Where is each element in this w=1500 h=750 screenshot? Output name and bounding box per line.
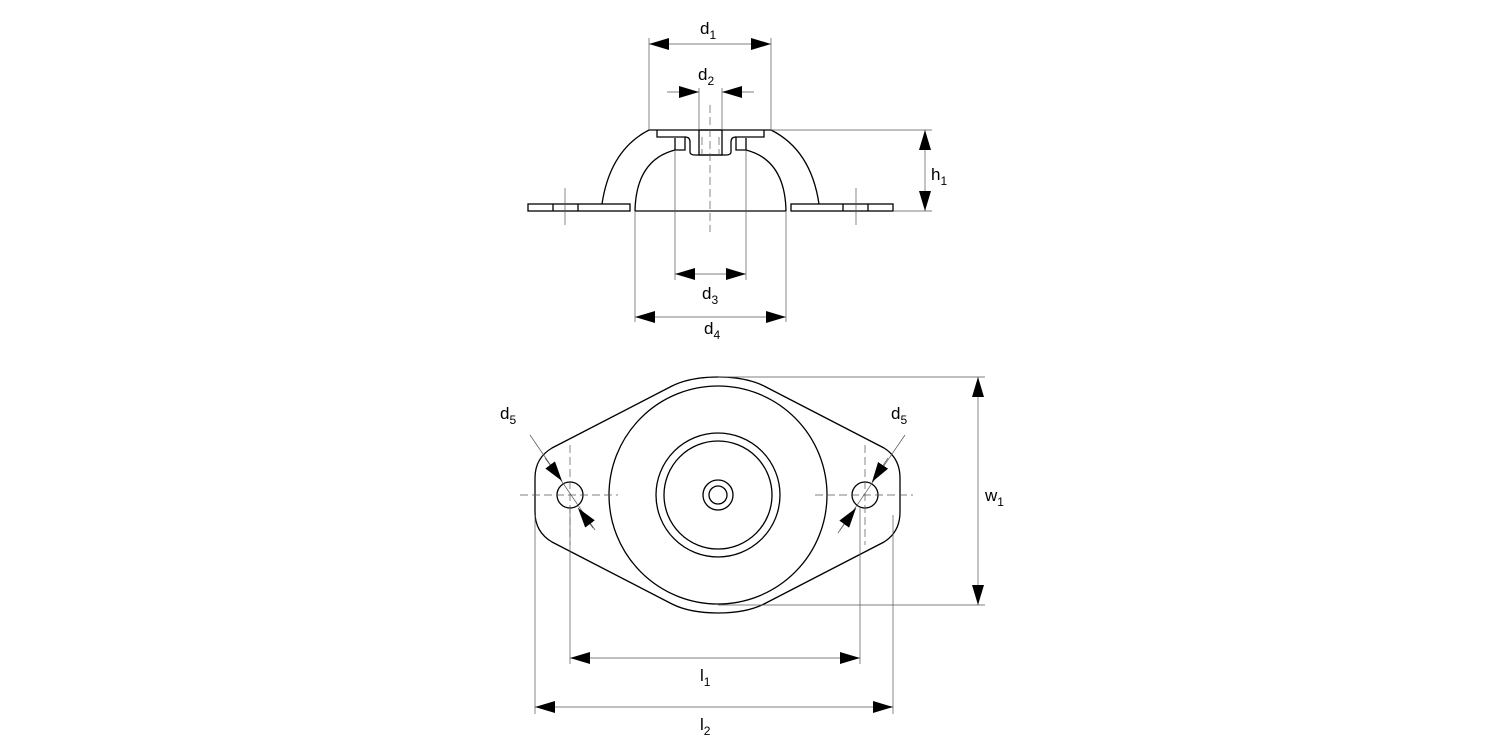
label-d5-left: d5 bbox=[500, 404, 516, 427]
label-d1: d1 bbox=[700, 19, 716, 42]
label-d3: d3 bbox=[702, 284, 718, 307]
insert-circle bbox=[663, 440, 773, 550]
outer-dome bbox=[601, 129, 820, 205]
label-h1: h1 bbox=[931, 165, 947, 188]
threaded-hole bbox=[698, 129, 723, 156]
left-flange bbox=[527, 203, 631, 212]
inner-dome bbox=[634, 149, 787, 212]
center-hole bbox=[708, 485, 728, 505]
dome-circle bbox=[608, 385, 828, 605]
top-view bbox=[520, 376, 985, 714]
label-w1: w1 bbox=[984, 486, 1004, 509]
insert bbox=[684, 136, 737, 156]
label-d4: d4 bbox=[704, 319, 720, 342]
label-d5-right: d5 bbox=[891, 404, 907, 427]
label-l2: l2 bbox=[700, 715, 711, 738]
side-view bbox=[527, 38, 932, 323]
label-l1: l1 bbox=[700, 666, 711, 689]
right-flange bbox=[790, 203, 894, 212]
label-d2: d2 bbox=[698, 65, 714, 88]
